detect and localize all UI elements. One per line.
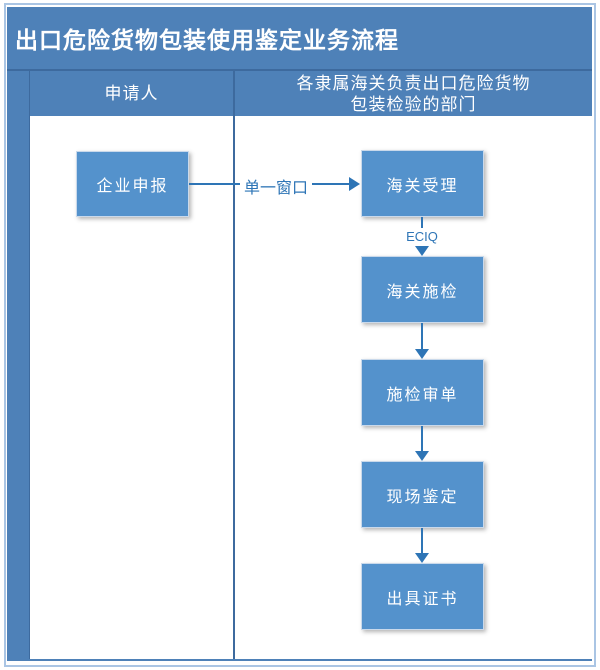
- title-header-divider: [7, 69, 592, 71]
- connector-line: [189, 183, 240, 185]
- flow-box-inspection-document-review: 施检审单: [361, 359, 484, 426]
- connector-label-eciq: ECIQ: [406, 229, 438, 244]
- lane-header-customs: 各隶属海关负责出口危险货物 包装检验的部门: [235, 71, 592, 116]
- arrow-down-icon: [415, 451, 429, 461]
- left-lane-strip: [7, 71, 30, 660]
- connector-line: [421, 323, 423, 350]
- flow-box-customs-acceptance: 海关受理: [361, 150, 484, 217]
- lane-divider: [233, 71, 235, 661]
- arrow-down-icon: [415, 553, 429, 563]
- flow-box-label: 施检审单: [386, 386, 459, 404]
- lane-header-applicant: 申请人: [30, 71, 233, 116]
- arrow-down-icon: [415, 246, 429, 256]
- connector-line: [421, 426, 423, 452]
- arrow-right-icon: [349, 177, 360, 191]
- page-title: 出口危险货物包装使用鉴定业务流程: [15, 27, 399, 53]
- flow-box-label: 企业申报: [96, 178, 169, 195]
- flow-box-enterprise-declaration: 企业申报: [76, 151, 189, 217]
- flow-box-customs-inspection: 海关施检: [361, 256, 484, 323]
- title-bar: 出口危险货物包装使用鉴定业务流程: [7, 7, 592, 69]
- arrow-down-icon: [415, 349, 429, 359]
- lane-header-applicant-label: 申请人: [104, 84, 159, 103]
- flow-box-issue-certificate: 出具证书: [361, 563, 484, 630]
- connector-line: [421, 528, 423, 554]
- flow-box-onsite-identification: 现场鉴定: [361, 461, 484, 528]
- flow-box-label: 海关受理: [386, 177, 459, 195]
- lane-header-customs-line1: 各隶属海关负责出口危险货物: [296, 73, 531, 93]
- lane-bottom-border: [7, 659, 592, 661]
- lane-header-customs-line2: 包装检验的部门: [350, 94, 477, 114]
- connector-line: [312, 183, 350, 185]
- flow-box-label: 出具证书: [386, 590, 459, 608]
- connector-label-single-window: 单一窗口: [243, 180, 308, 197]
- flow-box-label: 现场鉴定: [386, 488, 459, 506]
- flow-box-label: 海关施检: [386, 283, 459, 301]
- connector-line: [421, 217, 423, 228]
